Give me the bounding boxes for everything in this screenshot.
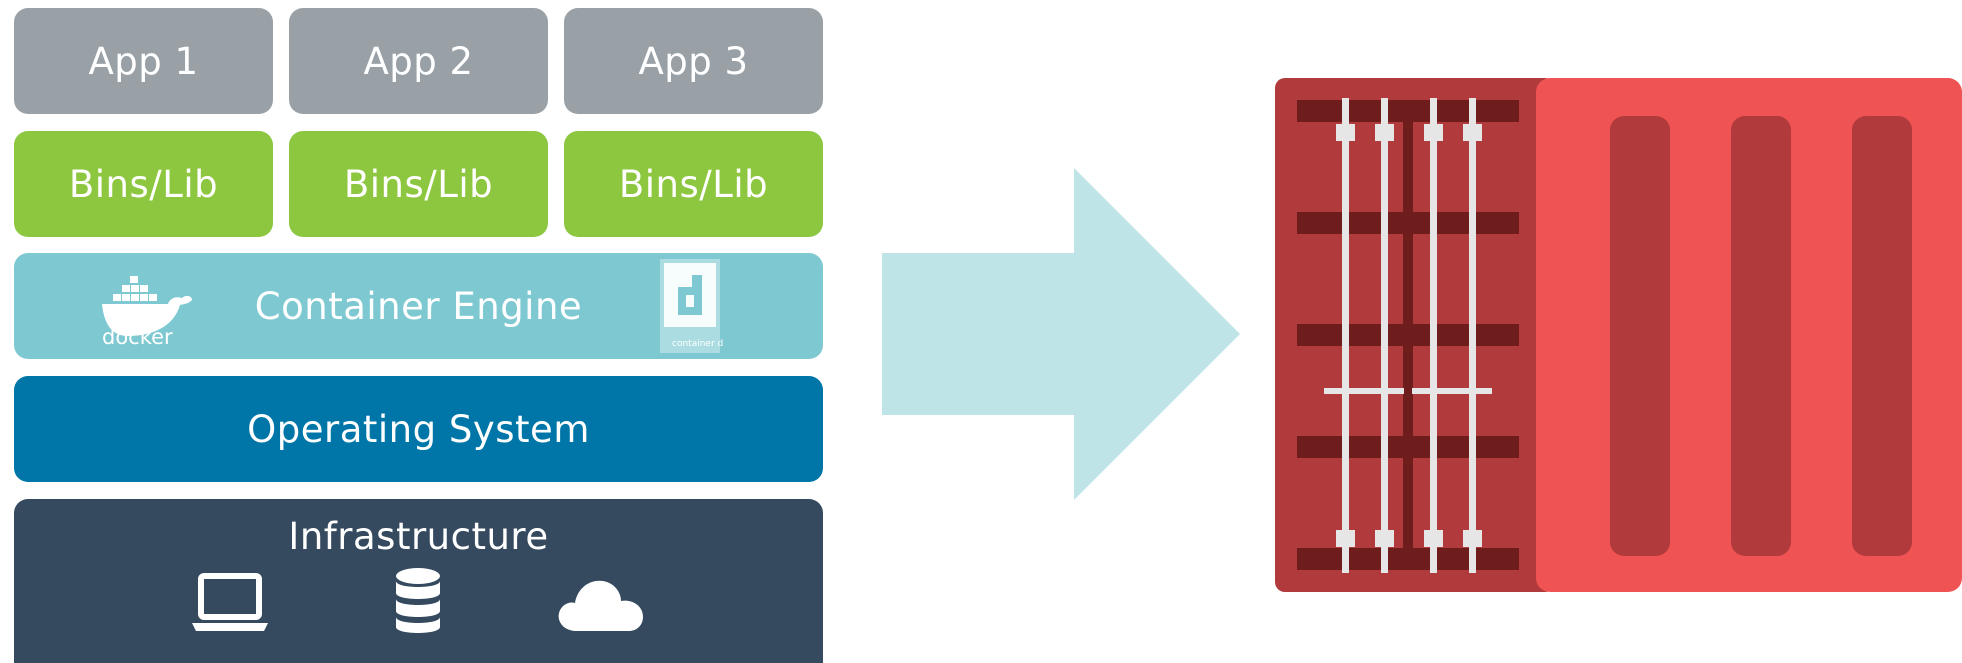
- shipping-container-icon: [1275, 78, 1962, 592]
- operating-system-label: Operating System: [247, 407, 590, 451]
- containerd-logo-icon: [660, 259, 720, 353]
- containerd-logo-text: container d: [672, 339, 724, 349]
- app-2-label: App 2: [363, 39, 474, 83]
- bins-lib-2-label: Bins/Lib: [343, 162, 494, 206]
- bins-lib-3-block: Bins/Lib: [564, 131, 823, 237]
- app-1-label: App 1: [88, 39, 199, 83]
- app-3-block: App 3: [564, 8, 823, 114]
- bins-lib-3-label: Bins/Lib: [618, 162, 769, 206]
- container-engine-block: docker Container Engine container d: [14, 253, 823, 359]
- bins-lib-1-label: Bins/Lib: [68, 162, 219, 206]
- app-3-label: App 3: [638, 39, 749, 83]
- right-arrow-icon: [882, 168, 1240, 500]
- docker-whale-icon: [102, 276, 192, 336]
- docker-logo-text: docker: [102, 325, 173, 349]
- bins-lib-2-block: Bins/Lib: [289, 131, 548, 237]
- laptop-icon: [192, 573, 268, 631]
- container-engine-label: Container Engine: [254, 284, 583, 328]
- operating-system-block: Operating System: [14, 376, 823, 482]
- app-2-block: App 2: [289, 8, 548, 114]
- cloud-icon: [558, 580, 643, 631]
- bins-lib-1-block: Bins/Lib: [14, 131, 273, 237]
- app-1-block: App 1: [14, 8, 273, 114]
- database-icon: [396, 568, 440, 633]
- infrastructure-label: Infrastructure: [288, 515, 549, 558]
- infrastructure-block: Infrastructure: [14, 499, 823, 663]
